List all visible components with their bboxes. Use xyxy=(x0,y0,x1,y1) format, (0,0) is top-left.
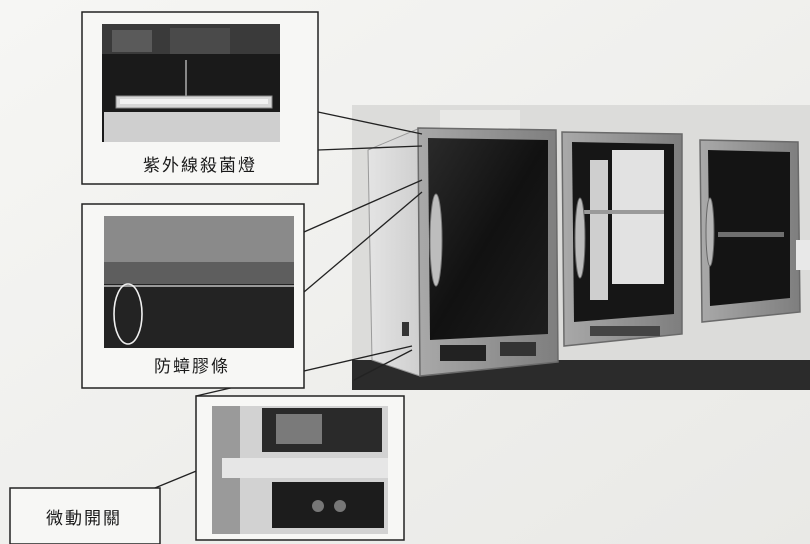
gasket-label: 防蟑膠條 xyxy=(154,357,230,377)
cabinet-glass-door xyxy=(708,150,790,306)
side-vent xyxy=(402,322,409,336)
leader-line-uv-top xyxy=(317,111,423,135)
control-panel-display xyxy=(440,345,486,361)
gasket-highlight-ring xyxy=(113,283,143,345)
interior-panel xyxy=(612,150,664,284)
uv-lamp-photo xyxy=(102,24,280,142)
cabinet-glass-door xyxy=(428,138,548,340)
cabinet-front xyxy=(367,127,559,377)
door-handle xyxy=(429,193,443,287)
cabinet-side-panel xyxy=(367,127,421,377)
gasket-photo xyxy=(104,216,294,348)
leader-line-gasket-bottom xyxy=(303,191,423,293)
side-object xyxy=(796,240,810,270)
callout-gasket: 防蟑膠條 xyxy=(81,203,305,389)
leader-line-uv-bottom xyxy=(317,145,423,151)
interior-shelf xyxy=(584,210,664,214)
control-panel xyxy=(590,326,660,336)
door-handle xyxy=(574,197,586,279)
interior-rack xyxy=(590,160,608,300)
cabinet-middle xyxy=(561,131,683,347)
door-handle xyxy=(705,197,715,267)
leader-line-switch-mid xyxy=(353,349,413,381)
callout-uv-lamp: 紫外線殺菌燈 xyxy=(81,11,319,185)
leader-line-gasket-top xyxy=(303,179,423,233)
interior-shelf xyxy=(718,232,784,237)
micro-switch-label-box: 微動開關 xyxy=(9,487,161,544)
callout-micro-switch xyxy=(195,395,405,541)
label-frame xyxy=(9,487,161,544)
uv-lamp-label: 紫外線殺菌燈 xyxy=(143,156,257,176)
micro-switch-label: 微動開關 xyxy=(46,509,122,529)
micro-switch-photo xyxy=(212,406,388,534)
control-panel-buttons xyxy=(500,342,536,356)
cabinet-back xyxy=(699,139,810,323)
